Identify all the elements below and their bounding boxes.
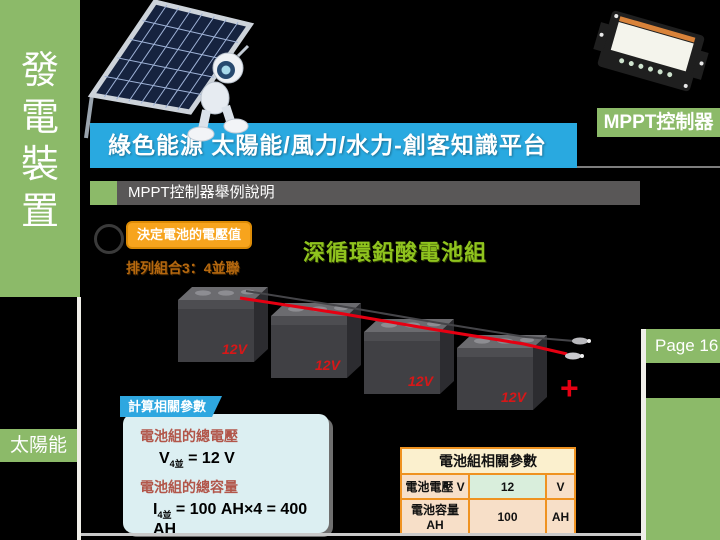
battery-4: 12V bbox=[457, 335, 547, 410]
wire-lug bbox=[565, 352, 581, 360]
arrangement-note: 排列組合3：4並聯 bbox=[126, 260, 240, 276]
negative-wire bbox=[245, 290, 575, 342]
vertical-title-char: 置 bbox=[20, 191, 59, 233]
positive-wire bbox=[239, 296, 568, 356]
battery-voltage-label: 12V bbox=[315, 357, 342, 373]
battery-voltage-label: 12V bbox=[408, 373, 435, 389]
table-row: 電池電壓 V 12 V bbox=[400, 473, 576, 500]
solar-category-badge: 太陽能 bbox=[0, 429, 77, 462]
vertical-title-char: 電 bbox=[20, 97, 59, 139]
page-number-badge: Page 16 bbox=[646, 329, 720, 363]
positive-terminal-sign: + bbox=[560, 370, 579, 406]
mppt-controller-label: MPPT控制器 bbox=[597, 108, 720, 137]
banner-title: 綠色能源 太陽能/風力/水力-創客知識平台 bbox=[90, 123, 577, 168]
sidebar-panel: 發 電 裝 置 bbox=[0, 0, 80, 297]
screw-icon bbox=[683, 83, 689, 89]
battery-1: 12V bbox=[178, 287, 268, 362]
voltage-formula: V4並 = 12 V bbox=[159, 450, 235, 470]
capacity-label: 電池組的總容量 bbox=[140, 479, 238, 495]
row-unit: AH bbox=[545, 498, 576, 535]
battery-bank-diagram: 12V 12V 12V bbox=[178, 287, 591, 410]
table-row: 電池容量 AH 100 AH bbox=[400, 498, 576, 535]
step-badge: 決定電池的電壓值 bbox=[126, 221, 253, 249]
bottom-right-green-block bbox=[646, 398, 720, 540]
battery-parameter-table: 電池組相關參數 電池電壓 V 12 V 電池容量 AH 100 AH bbox=[400, 447, 576, 535]
banner-extension-line bbox=[577, 166, 720, 168]
robot-figure bbox=[187, 44, 250, 142]
vertical-title-char: 裝 bbox=[20, 144, 59, 186]
battery-voltage-label: 12V bbox=[222, 341, 249, 357]
section-bar: MPPT控制器舉例說明 bbox=[90, 181, 640, 205]
row-value: 12 bbox=[468, 473, 547, 500]
table-title: 電池組相關參數 bbox=[400, 447, 576, 475]
battery-voltage-label: 12V bbox=[501, 389, 528, 405]
row-unit: V bbox=[545, 473, 576, 500]
wire-lug bbox=[572, 337, 588, 345]
battery-group-title: 深循環鉛酸電池組 bbox=[303, 240, 488, 265]
screw-icon bbox=[613, 13, 619, 19]
row-label: 電池容量 AH bbox=[400, 498, 470, 535]
vertical-title-char: 發 bbox=[20, 50, 59, 92]
bottom-divider-line bbox=[81, 533, 641, 536]
step-bullet-ring bbox=[94, 224, 124, 254]
calc-panel-tab: 計算相關參數 bbox=[120, 396, 222, 417]
row-value: 100 bbox=[468, 498, 547, 535]
row-label: 電池電壓 V bbox=[400, 473, 470, 500]
section-title: MPPT控制器舉例說明 bbox=[128, 184, 275, 201]
section-green-square bbox=[90, 181, 117, 205]
mppt-controller-image bbox=[593, 9, 709, 93]
vertical-title: 發 電 裝 置 bbox=[0, 48, 80, 236]
right-divider-line bbox=[641, 329, 646, 540]
voltage-label: 電池組的總電壓 bbox=[140, 428, 238, 444]
solar-panel-robot-image bbox=[84, 0, 255, 142]
left-divider-line bbox=[77, 297, 81, 540]
calc-panel: 電池組的總電壓 V4並 = 12 V 電池組的總容量 I4並 = 100 AH×… bbox=[123, 414, 329, 538]
